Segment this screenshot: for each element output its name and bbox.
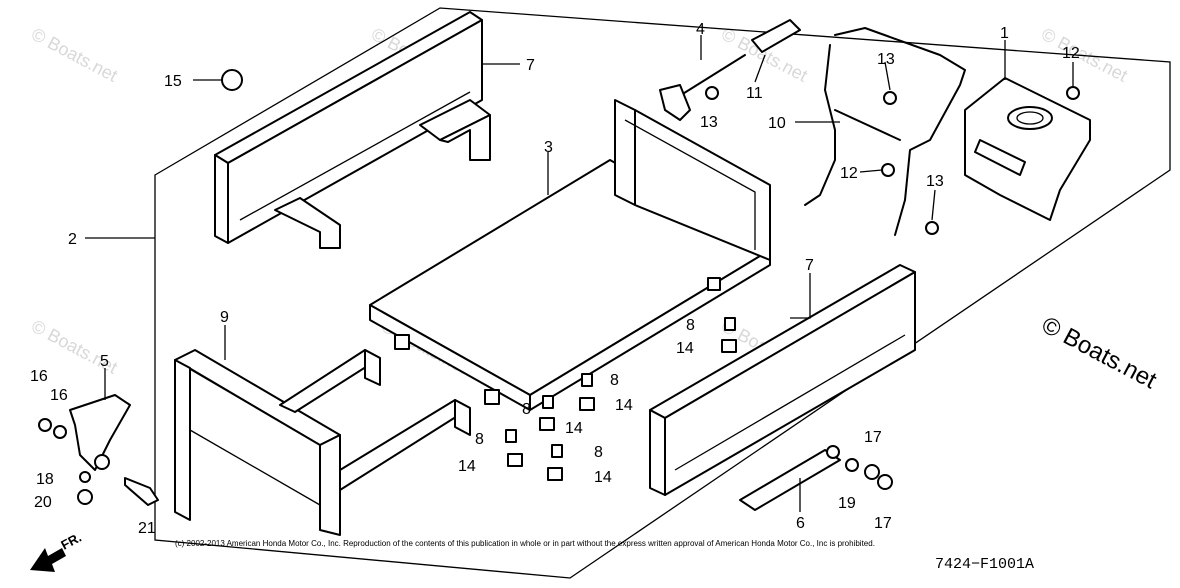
callout-4: 4 xyxy=(696,21,705,38)
callout-10: 10 xyxy=(768,115,786,132)
callout-20: 20 xyxy=(34,494,52,511)
callout-14: 14 xyxy=(458,458,476,475)
part-11-grip xyxy=(751,19,801,53)
callout-1: 1 xyxy=(1000,25,1009,42)
diagram-code: 7424−F1001A xyxy=(935,556,1034,573)
callout-7-side: 7 xyxy=(805,257,814,274)
callout-13-lever: 13 xyxy=(700,114,718,131)
callout-14: 14 xyxy=(594,469,612,486)
callout-9: 9 xyxy=(220,309,229,326)
callout-12-mid: 12 xyxy=(840,165,858,182)
callout-5: 5 xyxy=(100,353,109,370)
copyright-notice: (c) 2002-2013 American Honda Motor Co., … xyxy=(175,539,875,548)
callout-2: 2 xyxy=(68,231,77,248)
callout-12-top: 12 xyxy=(1062,45,1080,62)
part-4-lever xyxy=(659,54,746,121)
callout-16: 16 xyxy=(50,387,68,404)
part-5-bracket xyxy=(69,394,131,471)
callout-16: 16 xyxy=(30,368,48,385)
part-7-rear-panel xyxy=(214,11,491,249)
callout-13-handle: 13 xyxy=(926,173,944,190)
part-9-front-frame xyxy=(174,349,471,536)
callout-11: 11 xyxy=(746,85,763,102)
callout-17-top: 17 xyxy=(864,429,882,446)
callout-13-top: 13 xyxy=(877,51,895,68)
callout-8: 8 xyxy=(475,431,484,448)
fasteners xyxy=(38,86,1080,506)
assembly-outline xyxy=(154,7,1171,579)
callout-3: 3 xyxy=(544,139,553,156)
callout-8: 8 xyxy=(522,401,531,418)
part-6-strut xyxy=(739,445,841,511)
part-1-cover xyxy=(964,77,1091,221)
callout-15: 15 xyxy=(164,73,182,90)
callout-8: 8 xyxy=(610,372,619,389)
leader-lines xyxy=(85,35,1074,512)
callout-18: 18 xyxy=(36,471,54,488)
callout-21: 21 xyxy=(138,520,156,537)
callout-14: 14 xyxy=(565,420,583,437)
part-15-clip xyxy=(221,69,243,91)
part-10-handle xyxy=(804,27,966,236)
watermark-large: © Boats.net xyxy=(1037,311,1161,394)
part-7-side-panel xyxy=(649,264,916,496)
callout-14: 14 xyxy=(615,397,633,414)
callout-6: 6 xyxy=(796,515,805,532)
callout-labels: 1 2 3 4 5 6 7 7 8 8 8 8 8 9 10 11 12 12 … xyxy=(30,21,1080,537)
callout-19: 19 xyxy=(838,495,856,512)
callout-8: 8 xyxy=(594,444,603,461)
callout-14: 14 xyxy=(676,340,694,357)
watermark-text: © Boats.net xyxy=(28,24,121,86)
part-3-bed xyxy=(369,99,771,411)
callout-8: 8 xyxy=(686,317,695,334)
front-direction-arrow: FR. xyxy=(30,530,84,572)
watermark-text: © Boats.net xyxy=(1038,24,1131,86)
callout-17-bottom: 17 xyxy=(874,515,892,532)
callout-7-top: 7 xyxy=(526,57,535,74)
